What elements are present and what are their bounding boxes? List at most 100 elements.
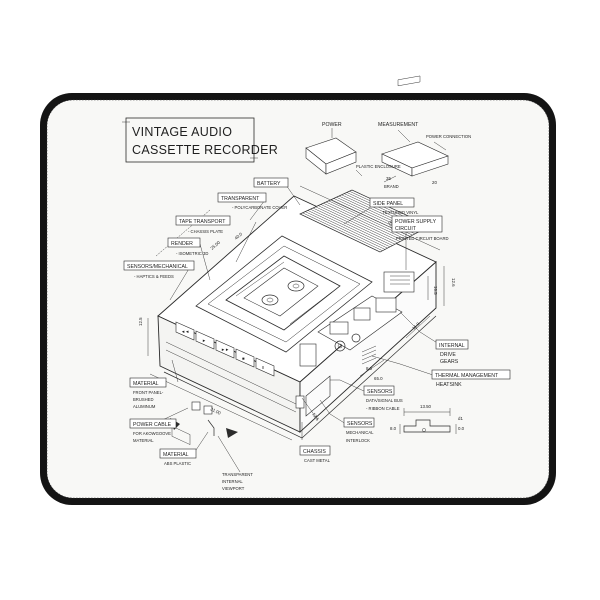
internal-mechanism xyxy=(299,271,415,367)
label-power-cable-sub2: MATERIAL xyxy=(133,438,154,443)
side-jack-panel xyxy=(305,375,331,417)
cassette-recorder-drawing: ◄◄ ► ►► ■ II xyxy=(157,189,437,445)
cable-part-1 xyxy=(191,401,201,411)
label-chassis: CHASSIS xyxy=(303,449,326,455)
label-drive-gears-2: GEARS xyxy=(440,359,459,365)
arrow-right xyxy=(226,428,238,438)
label-tape-transport: TAPE TRANSPORT xyxy=(179,219,226,225)
label-battery: BATTERY xyxy=(257,181,281,187)
grille-slat xyxy=(310,208,391,248)
grille-slat xyxy=(312,207,393,246)
front-vent xyxy=(171,425,191,445)
label-tape-transport-sub: - CHASSIS PLATE xyxy=(188,229,223,234)
tape-reel-left xyxy=(261,294,279,306)
transport-keys: ◄◄ ► ►► ■ II xyxy=(175,321,275,377)
label-power: POWER xyxy=(322,122,342,128)
dim-right-height: 12.6 xyxy=(451,278,456,287)
label-sensors-mechanical-sub: - HAPTICS & FEEDS xyxy=(134,274,174,279)
label-material-2-sub: ABS PLASTIC xyxy=(164,461,191,466)
label-power-connection: POWER CONNECTION xyxy=(426,134,471,139)
cassette-door xyxy=(207,245,361,343)
dim-inner: 8.0 xyxy=(366,366,373,371)
dim-profile-left: 8.0 xyxy=(390,426,397,431)
cable-part-2 xyxy=(203,405,213,415)
dimension-lines xyxy=(147,185,445,441)
label-internal: INTERNAL xyxy=(439,343,465,349)
dim-profile-r: d1 xyxy=(458,416,463,421)
label-render-sub: - ISOMETRIC 3D xyxy=(176,251,208,256)
leader-lines xyxy=(155,128,447,473)
dim-depth: 40.0 xyxy=(233,231,243,241)
profile-detail xyxy=(399,408,457,434)
cassette-tape xyxy=(225,255,341,331)
dim-side: 51.5 xyxy=(387,220,396,230)
label-measurement: MEASUREMENT xyxy=(378,122,419,128)
label-drive-gears-1: DRIVE xyxy=(440,352,456,358)
dim-right-small: 16.5 xyxy=(433,286,438,295)
dim-side2: 11.0 xyxy=(411,321,421,331)
label-material-1-sub3: ALUMINUM xyxy=(133,404,156,409)
label-render: RENDER xyxy=(171,241,193,247)
dim-profile-right: 0.0 xyxy=(458,426,465,431)
label-heatsink: HEATSINK xyxy=(436,382,462,388)
label-material-1: MATERIAL xyxy=(133,381,159,387)
dim-left-height: 12.5 xyxy=(138,317,143,326)
grille-slat xyxy=(302,212,383,251)
label-sensors-interlock-sub2: INTERLOCK xyxy=(346,438,370,443)
label-pcb: PRINTED CIRCUIT BOARD xyxy=(396,236,449,241)
dim-width: 31.00 xyxy=(210,406,223,416)
title-block: VINTAGE AUDIO CASSETTE RECORDER xyxy=(122,117,278,163)
dim-measure-2: 20 xyxy=(432,180,437,185)
grille-slat xyxy=(305,211,386,250)
dim-measure-1: 35 xyxy=(386,176,391,181)
label-sensors-bus-sub1: DATA/SIGNAL BUS xyxy=(366,398,403,403)
grille-slat xyxy=(320,204,401,242)
cable-part-3 xyxy=(207,419,215,436)
drive-gear-1 xyxy=(334,340,346,352)
grille-slat xyxy=(323,202,403,241)
key-stop-label: ■ xyxy=(242,356,245,361)
grille-slat xyxy=(325,201,406,240)
label-plastic-enclosure: PLASTIC ENCLOSURE xyxy=(356,164,401,169)
key-play-label: ► xyxy=(202,338,206,343)
label-transparent: TRANSPARENT xyxy=(221,196,260,202)
exploded-parts xyxy=(170,75,449,438)
label-sensors-mechanical: SENSORS/MECHANICAL xyxy=(127,264,188,270)
grille-slat xyxy=(315,206,396,245)
mat-stitching xyxy=(46,99,550,499)
dimension-labels: 31.00 40.0 51.5 12.6 16.5 12.5 11.0 8.0 … xyxy=(138,176,465,431)
label-material-2: MATERIAL xyxy=(163,452,189,458)
label-chassis-sub: CAST METAL xyxy=(304,458,331,463)
title-line-1: VINTAGE AUDIO xyxy=(132,125,232,139)
label-sensors-interlock: SENSORS xyxy=(347,421,373,427)
label-transparent-sub: - POLYCARBONATE COVER xyxy=(232,205,287,210)
key-pause-label: II xyxy=(262,365,264,370)
label-transparent-internal-1: TRANSPARENT xyxy=(222,472,253,477)
label-sensors-bus: SENSORS xyxy=(367,389,393,395)
key-ff-label: ►► xyxy=(221,347,229,352)
label-brand: BRAND xyxy=(384,184,399,189)
label-power-supply-2: CIRCUIT xyxy=(395,226,417,232)
tape-reel-right xyxy=(287,280,305,292)
drive-gear-2 xyxy=(351,333,361,343)
dim-mid: 25.00 xyxy=(209,240,221,251)
label-side-panel-sub: - TEXTURED VINYL xyxy=(380,210,419,215)
label-side-panel: SIDE PANEL xyxy=(373,201,403,207)
grille-slat xyxy=(318,205,398,244)
label-sensors-bus-sub2: - RIBBON CABLE xyxy=(366,406,400,411)
label-power-cable: POWER CABLE xyxy=(133,422,172,428)
label-power-supply-1: POWER SUPPLY xyxy=(395,219,437,225)
label-transparent-internal-2: INTERNAL xyxy=(222,479,243,484)
title-line-2: CASSETTE RECORDER xyxy=(132,143,278,157)
label-transparent-internal-3: VIEWPORT xyxy=(222,486,245,491)
label-material-1-sub1: FRONT PANEL- xyxy=(133,390,164,395)
dim-center: 65.0 xyxy=(374,376,383,381)
dim-front: 12.5 xyxy=(311,412,320,422)
dim-profile-top: 13.50 xyxy=(420,404,432,409)
grille-slat xyxy=(307,210,388,249)
title-frame xyxy=(125,117,255,163)
label-sensors-interlock-sub1: MECHANICAL xyxy=(346,430,374,435)
label-thermal: THERMAL MANAGEMENT xyxy=(435,373,499,379)
heatsink-fins xyxy=(361,345,377,365)
